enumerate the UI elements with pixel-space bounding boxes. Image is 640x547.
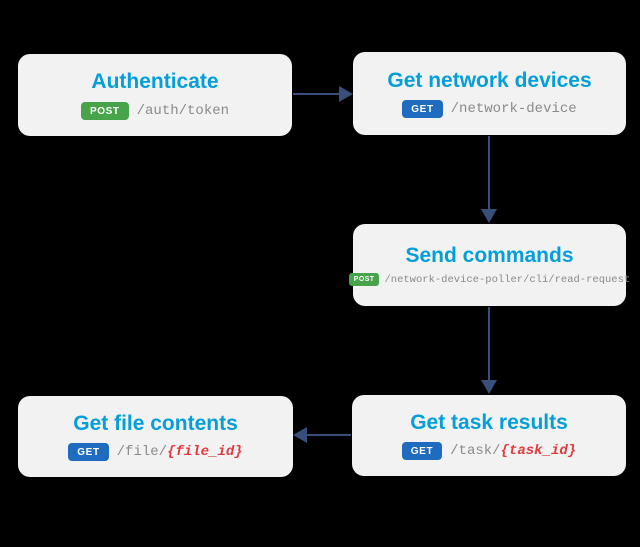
method-badge: GET — [401, 442, 443, 461]
endpoint-row: POST /auth/token — [80, 101, 229, 120]
endpoint-path: /task/{task_id} — [450, 443, 576, 459]
method-badge: GET — [68, 443, 109, 462]
endpoint-path: /file/{file_id} — [117, 444, 243, 460]
path-prefix: /file/ — [116, 444, 168, 461]
path-prefix: /network-device — [450, 101, 577, 118]
step-node-send-commands: Send commands POST /network-device-polle… — [348, 224, 630, 306]
path-prefix: /network-device-poller/cli/read-request — [384, 273, 631, 286]
endpoint-path: /auth/token — [137, 103, 229, 119]
path-param: {task_id} — [500, 443, 577, 460]
method-badge: POST — [348, 273, 380, 286]
arrow-authenticate-to-get-network-devices — [293, 86, 353, 102]
step-title: Authenticate — [91, 70, 219, 94]
step-node-authenticate: Authenticate POST /auth/token — [18, 54, 292, 136]
step-node-get-network-devices: Get network devices GET /network-device — [353, 52, 626, 135]
step-title: Get network devices — [387, 68, 592, 92]
step-node-get-file-contents: Get file contents GET /file/{file_id} — [18, 396, 293, 477]
endpoint-row: GET /task/{task_id} — [401, 442, 576, 461]
arrow-get-network-devices-to-send-commands — [481, 136, 497, 223]
method-badge: GET — [402, 100, 443, 119]
path-prefix: /task/ — [450, 443, 501, 460]
endpoint-row: POST /network-device-poller/cli/read-req… — [348, 273, 630, 286]
endpoint-row: GET /file/{file_id} — [68, 443, 243, 462]
step-node-get-task-results: Get task results GET /task/{task_id} — [352, 395, 626, 476]
step-title: Send commands — [405, 244, 574, 268]
path-param: {file_id} — [167, 444, 243, 461]
method-badge: POST — [80, 101, 129, 120]
endpoint-path: /network-device — [451, 101, 577, 117]
endpoint-row: GET /network-device — [402, 100, 577, 119]
endpoint-path: /network-device-poller/cli/read-request — [384, 274, 630, 286]
step-title: Get task results — [410, 410, 568, 434]
arrow-send-commands-to-get-task-results — [481, 307, 497, 394]
step-title: Get file contents — [73, 411, 238, 435]
arrow-get-task-results-to-get-file-contents — [293, 427, 351, 443]
path-prefix: /auth/token — [136, 102, 230, 119]
